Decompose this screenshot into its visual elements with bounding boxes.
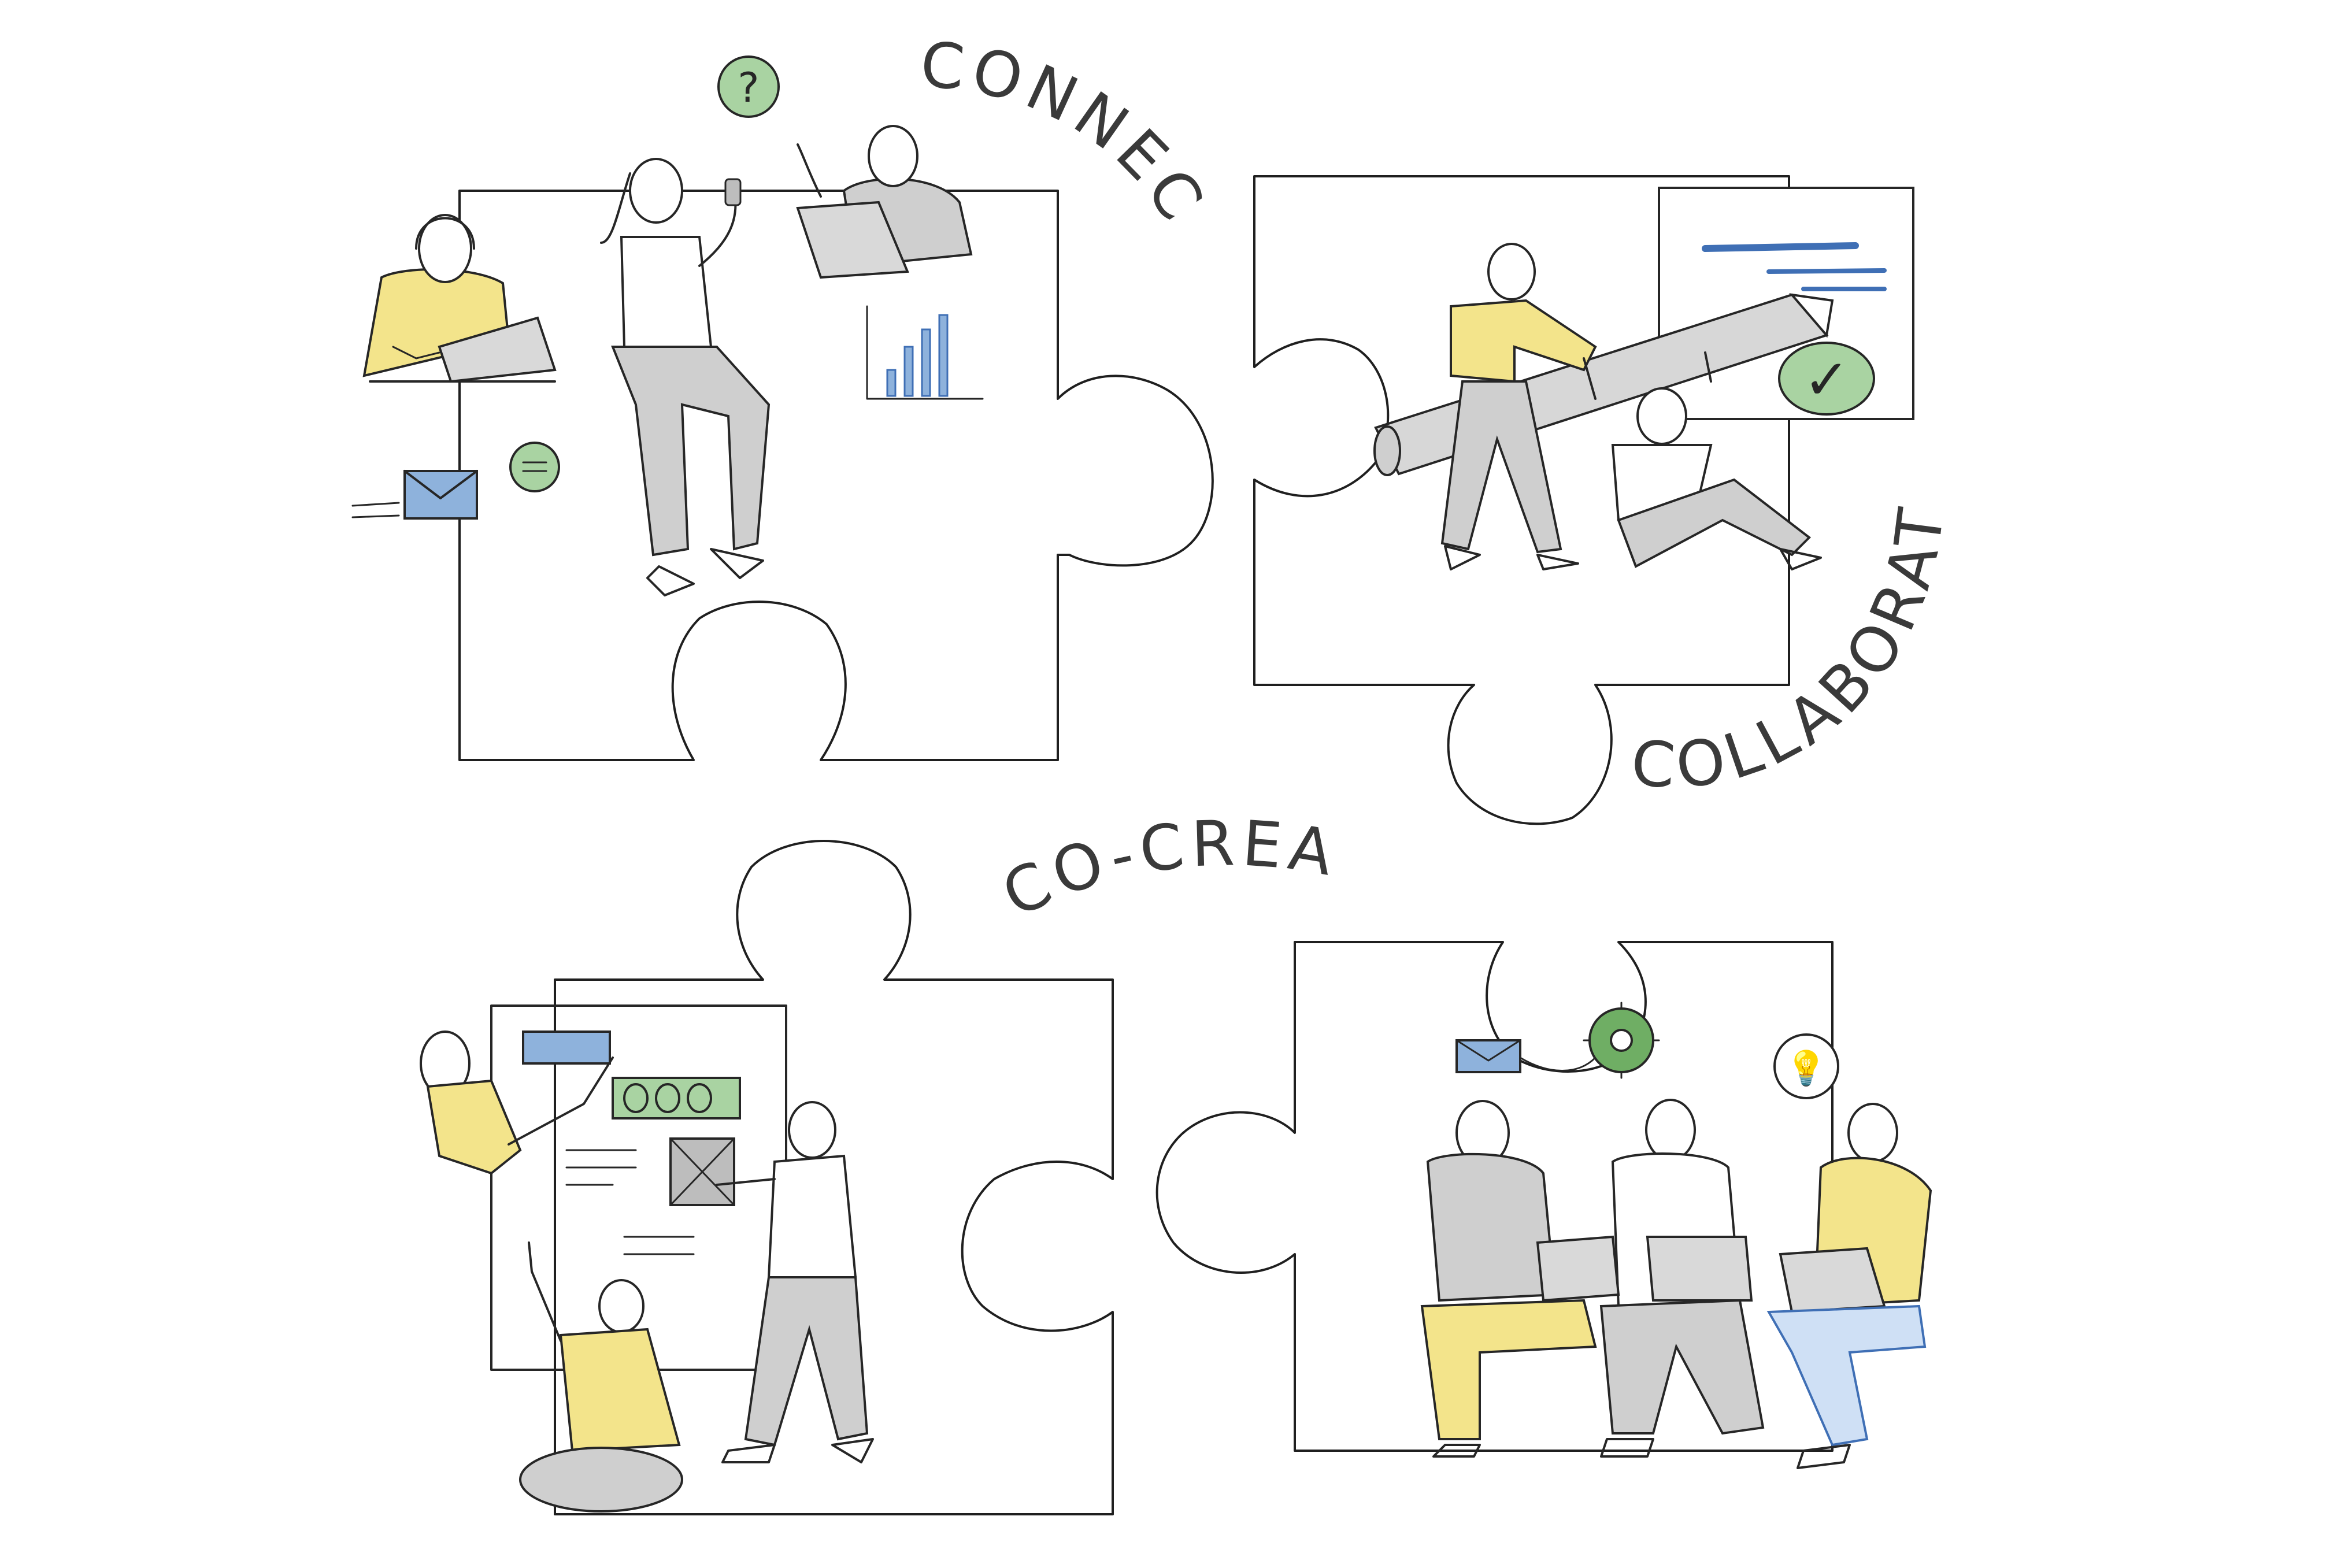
man-holding-pencil [1583,351,1822,570]
email-envelope-icon [351,470,478,520]
whiteboard [490,1004,787,1371]
puzzle-piece-cocreate [554,840,1114,1515]
lightbulb-icon: 💡 [1786,1048,1827,1088]
question-bubble: ? [717,55,780,118]
person-thinking-left [1420,1100,1597,1458]
label-connect: CONNECT [0,0,1220,238]
bar-chart-icon [866,305,984,400]
woman-on-phone [600,158,771,596]
seated-person-raising-hand [519,1241,683,1513]
person-laptop-waving [796,125,973,279]
person-headset-laptop [362,214,557,383]
puzzle-piece-connect [458,190,1214,761]
woman-carrying-pencil [1440,243,1597,570]
person-center-laptop [1536,1099,1765,1458]
puzzle-piece-collaborate [1253,175,1790,825]
chat-bubble-icon [509,442,560,492]
woman-right-laptop [1766,1103,1932,1469]
woman-pointing-board [420,1030,614,1175]
gear-icon [1583,1002,1660,1079]
email-envelope-icon-small [1455,1039,1597,1073]
question-icon: ? [738,64,759,112]
check-icon: ✓ [1803,347,1850,412]
man-presenting [716,1101,874,1463]
lightbulb-bubble: 💡 [1773,1033,1839,1099]
